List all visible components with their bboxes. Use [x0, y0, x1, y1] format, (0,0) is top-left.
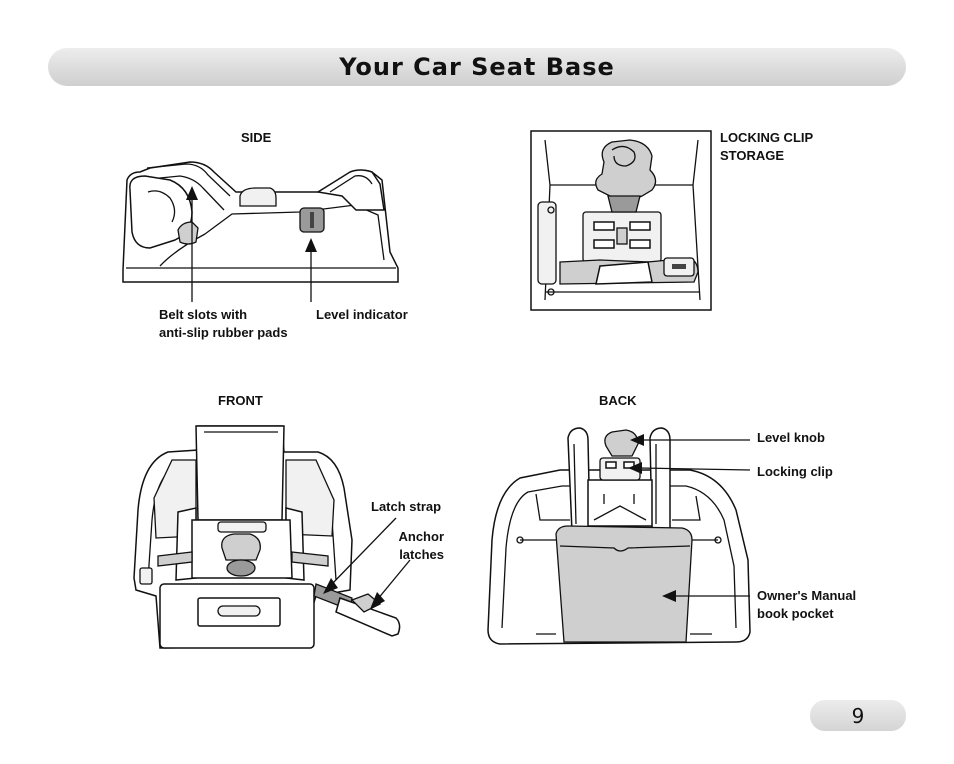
storage-heading-line1: LOCKING CLIP	[720, 130, 814, 145]
back-view-heading: BACK	[599, 393, 637, 408]
page-title: Your Car Seat Base	[339, 53, 615, 81]
book-pocket-label-line2: book pocket	[757, 606, 834, 621]
page-number-pill: 9	[810, 700, 906, 731]
front-view-heading: FRONT	[218, 393, 263, 408]
belt-slots-label-line2: anti-slip rubber pads	[159, 325, 288, 340]
anchor-latches-label-line2: latches	[399, 547, 444, 562]
locking-clip-label: Locking clip	[757, 464, 833, 479]
storage-heading-line2: STORAGE	[720, 148, 785, 163]
belt-slots-label: Belt slots with anti-slip rubber pads	[159, 306, 288, 342]
book-pocket-label: Owner's Manual book pocket	[757, 587, 856, 623]
belt-slots-label-line1: Belt slots with	[159, 307, 248, 322]
level-indicator-label: Level indicator	[316, 307, 408, 322]
anchor-latches-label-line1: Anchor	[398, 529, 445, 544]
storage-heading: LOCKING CLIP STORAGE	[720, 129, 813, 165]
latch-strap-label: Latch strap	[371, 499, 442, 514]
anchor-latches-label: Anchor latches	[386, 528, 445, 564]
book-pocket-label-line1: Owner's Manual	[757, 588, 857, 603]
side-view-heading: SIDE	[241, 130, 272, 145]
page-number: 9	[851, 703, 865, 728]
level-knob-label: Level knob	[757, 430, 825, 445]
title-bar: Your Car Seat Base	[48, 48, 906, 86]
